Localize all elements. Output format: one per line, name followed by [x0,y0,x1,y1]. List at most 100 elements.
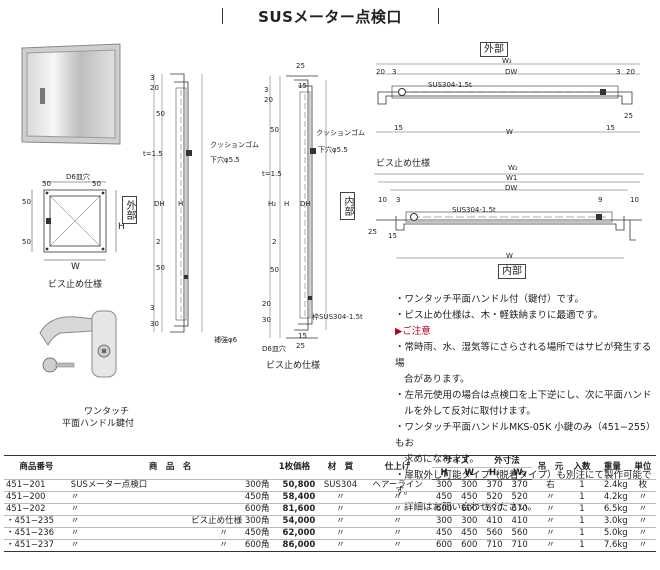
side1-h: H [178,200,184,208]
side2-dim-25-top: 25 [296,62,305,70]
col-size: サイズ [431,455,482,468]
note-line: ・常時雨、水、湿気等にさらされる場所ではサビが発生する場 [395,342,652,369]
cell-weight: 3.0kg [595,515,630,528]
cell-finish: 〃 [363,539,432,552]
sus-frame-label: 枠SUS304-1.5t [312,313,363,321]
plan-inner-drawing [368,168,650,268]
col-weight: 重量 [595,455,630,480]
cell-h2: 520 [481,491,508,504]
side1-dim-20: 20 [150,84,159,92]
inner-dim-9: 9 [598,196,603,204]
col-w: W [456,467,482,480]
note-line: ・ワンタッチ平面ハンドルMKS-05K 小鍵のみ（451−255）もお [395,422,656,449]
cell-variant: ビス止め仕様 300角 [168,515,272,528]
cell-qty: 1 [568,491,596,504]
inner-w2: W₂ [508,164,518,172]
inner-w1: W1 [506,174,518,182]
side2-h2: H₂ [268,200,277,208]
cell-material: 〃 [317,491,364,504]
top-inner-label: 内部 [498,264,526,279]
cell-w2: 710 [507,539,533,552]
col-outer: 外寸法 [481,455,533,468]
cell-variant: 〃 450角 [168,527,272,540]
side1-t15: t=1.5 [143,150,163,158]
handle-caption-1: ワンタッチ [84,407,130,417]
col-hinge: 吊 元 [532,455,569,480]
cushion-label-1: クッションゴム [210,141,259,149]
cell-h2: 370 [481,479,508,492]
col-h: H [431,467,457,480]
cell-price: 86,000 [271,539,318,552]
cell-w2: 670 [507,503,533,516]
cell-variant: 600角 [168,503,272,516]
cell-name: 〃 [68,515,169,528]
cell-hinge: 〃 [532,491,569,504]
inner-dim-25: 25 [368,228,377,236]
side2-dim-20b: 20 [262,300,271,308]
inner-w: W [506,252,513,260]
cell-qty: 1 [568,503,596,516]
plan-dim-20-r: 20 [626,68,635,76]
cell-material: 〃 [317,539,364,552]
col-h2: H₂ [481,467,508,480]
cell-w: 300 [456,515,482,528]
inspection-door-image [21,43,121,145]
side2-dim-15-bot: 15 [298,332,307,340]
hole-label-2: 下穴φ5.5 [318,146,348,154]
screw-spec-caption: ビス止め仕様 [48,280,103,290]
side2-dh: DH [300,200,311,208]
cell-unit: 〃 [629,491,656,504]
cell-finish: 〃 [363,503,432,516]
cell-price: 58,400 [271,491,318,504]
cell-hinge: 〃 [532,539,569,552]
cell-variant: 〃 600角 [168,539,272,552]
cell-weight: 6.5kg [595,503,630,516]
side-section-inner [256,58,366,358]
title-bar-right [438,8,439,24]
cell-h2: 670 [481,503,508,516]
col-material: 材 質 [317,455,364,480]
cell-name: 〃 [68,527,169,540]
cell-qty: 1 [568,539,596,552]
side1-dim-3: 3 [150,74,155,82]
cell-material: 〃 [317,503,364,516]
side1-dh: DH [154,200,165,208]
plan-dw: DW [505,68,518,76]
product-photo [18,42,122,146]
cell-price: 62,000 [271,527,318,540]
cell-finish: 〃 [363,515,432,528]
cell-material: 〃 [317,515,364,528]
cell-name: 〃 [68,539,169,552]
inner-dim-3: 3 [396,196,401,204]
cell-w2: 370 [507,479,533,492]
plan-dim-15-l: 15 [394,124,403,132]
cell-unit: 枚 [629,479,656,492]
plan-dim-25-r: 25 [624,112,633,120]
plan-dim-20-l: 20 [376,68,385,76]
handle-photo [30,305,130,385]
cell-unit: 〃 [629,503,656,516]
cushion-label-2: クッションゴム [316,129,365,137]
side2-dim-15-top: 15 [298,82,307,90]
front-h-label: H [118,222,125,232]
cell-material: SUS304 [317,479,364,492]
cell-w2: 410 [507,515,533,528]
cell-w: 600 [456,539,482,552]
inner-sus-label: SUS304-1.5t [452,206,496,214]
inner-dim-10: 10 [378,196,387,204]
note-line: ・左吊元使用の場合は点検口を上下逆にし、次に平面ハンド [395,390,652,401]
note-line: ルを外して反対に取付けます。 [404,406,536,417]
cell-code: ・451−236 [4,527,69,540]
cell-name: 〃 [68,503,169,516]
cell-variant: 300角 [168,479,272,492]
col-finish: 仕上げ [363,455,432,480]
col-unit: 単位 [629,455,656,480]
cell-qty: 1 [568,479,596,492]
inner-dim-10-r: 10 [630,196,639,204]
cell-h: 600 [431,503,457,516]
cell-w: 600 [456,503,482,516]
rod-label: 補強φ6 [214,336,238,344]
cell-qty: 1 [568,527,596,540]
